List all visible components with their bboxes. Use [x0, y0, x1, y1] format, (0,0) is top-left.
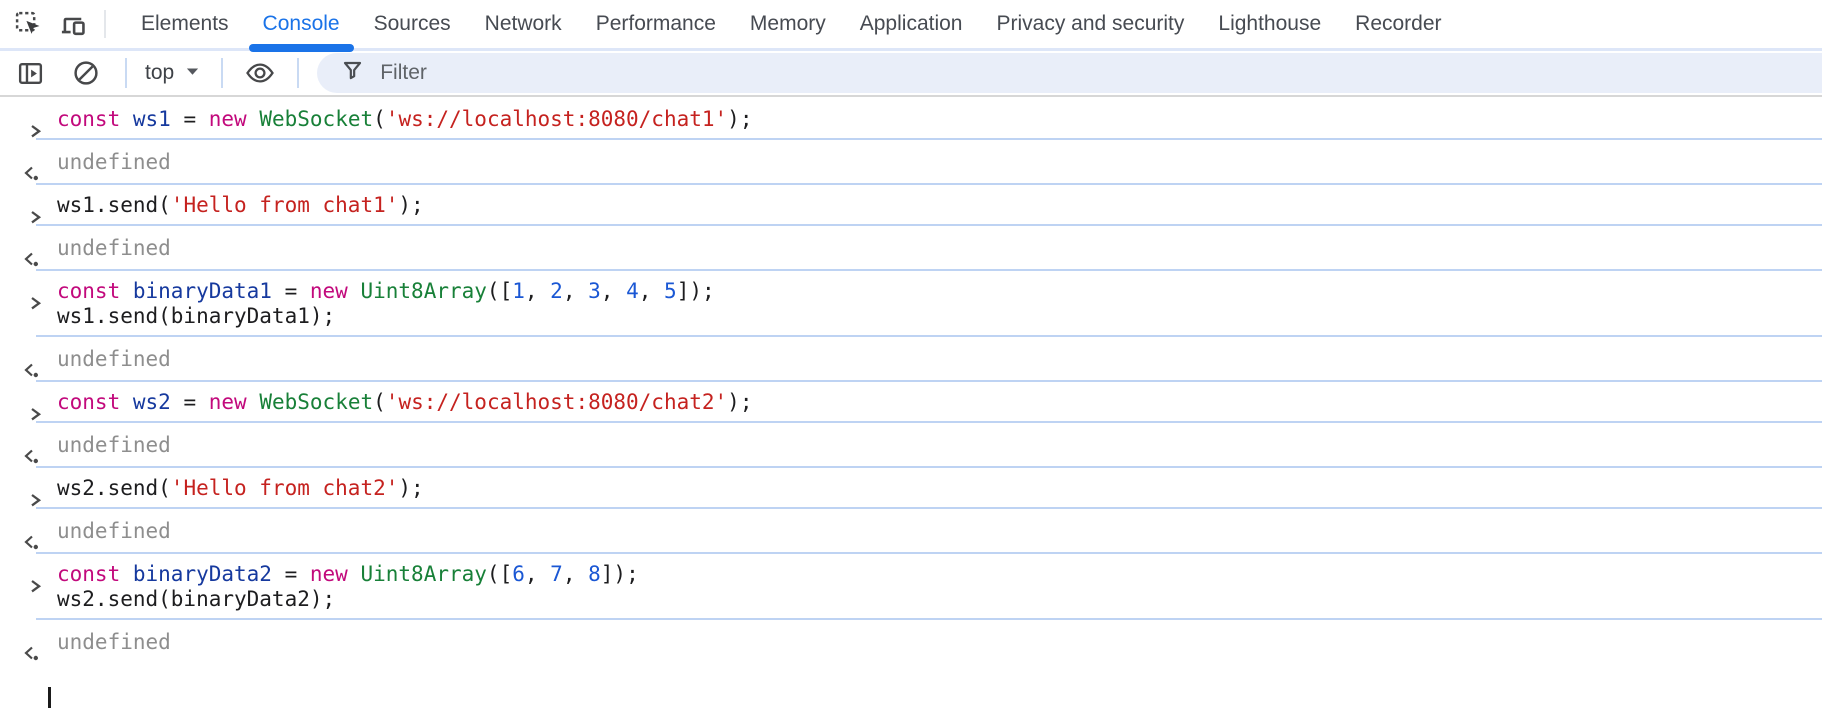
code-line: const ws2 = new WebSocket('ws://localhos…	[57, 390, 753, 414]
console-command-row: const ws1 = new WebSocket('ws://localhos…	[0, 97, 1822, 140]
console-command-row: const binaryData2 = new Uint8Array([6, 7…	[0, 552, 1822, 620]
code-line: const ws1 = new WebSocket('ws://localhos…	[57, 107, 753, 131]
console-row-gutter	[0, 433, 57, 464]
toolbar-divider	[125, 58, 127, 88]
console-row-gutter	[0, 390, 57, 421]
console-command-text: const binaryData1 = new Uint8Array([1, 2…	[57, 279, 715, 329]
code-line: ws1.send(binaryData1);	[57, 304, 336, 328]
return-value-icon	[21, 360, 47, 387]
toolbar-divider	[221, 58, 224, 88]
return-value-icon	[21, 643, 47, 670]
chevron-right-icon	[26, 404, 45, 429]
console-row-gutter	[0, 562, 57, 612]
console-result-row: undefined	[0, 140, 1822, 183]
console-row-gutter	[0, 193, 57, 224]
inspect-icon[interactable]	[14, 10, 43, 39]
console-row-gutter	[0, 150, 57, 181]
panel-tabs: Elements Console Sources Network Performance…	[124, 0, 1459, 52]
filter-funnel-icon	[340, 58, 365, 88]
tab-bar-divider	[104, 10, 106, 38]
console-command-text: ws1.send('Hello from chat1');	[57, 193, 424, 218]
console-row-gutter	[0, 347, 57, 378]
console-result-value: undefined	[57, 236, 171, 260]
clear-console-icon[interactable]	[71, 58, 101, 88]
tab-application[interactable]: Application	[859, 12, 963, 35]
code-line: const binaryData1 = new Uint8Array([1, 2…	[57, 279, 715, 303]
console-row-gutter	[0, 107, 57, 138]
tab-bar-left-icons	[0, 10, 88, 39]
console-command-text: const binaryData2 = new Uint8Array([6, 7…	[57, 562, 639, 612]
chevron-right-icon	[26, 576, 45, 601]
console-row-gutter	[0, 687, 57, 708]
tab-lighthouse[interactable]: Lighthouse	[1218, 12, 1322, 35]
tab-sources[interactable]: Sources	[373, 12, 451, 35]
code-line: ws2.send('Hello from chat2');	[57, 476, 424, 500]
console-row-gutter	[0, 630, 57, 661]
live-expression-eye-icon[interactable]	[243, 58, 277, 88]
console-result-row: undefined	[0, 337, 1822, 380]
console-prompt[interactable]	[0, 671, 1822, 708]
tab-recorder[interactable]: Recorder	[1355, 12, 1442, 35]
chevron-down-icon	[184, 61, 201, 85]
tab-memory[interactable]: Memory	[749, 12, 826, 35]
console-command-text: const ws1 = new WebSocket('ws://localhos…	[57, 107, 752, 132]
text-caret	[48, 687, 51, 708]
devtools-tab-bar: Elements Console Sources Network Performance…	[0, 0, 1822, 52]
console-result-value: undefined	[57, 150, 171, 174]
console-command-row: ws1.send('Hello from chat1');	[0, 183, 1822, 226]
console-command-row: const binaryData1 = new Uint8Array([1, 2…	[0, 269, 1822, 337]
console-result-value: undefined	[57, 347, 171, 371]
chevron-right-icon	[26, 293, 45, 318]
console-command-text: ws2.send('Hello from chat2');	[57, 476, 424, 501]
return-value-icon	[21, 446, 47, 473]
tab-performance[interactable]: Performance	[595, 12, 716, 35]
console-result-row: undefined	[0, 226, 1822, 269]
tab-network[interactable]: Network	[484, 12, 562, 35]
return-value-icon	[21, 532, 47, 559]
filter-input[interactable]	[380, 61, 1822, 85]
execution-context-label: top	[145, 61, 175, 84]
toggle-console-sidebar-icon[interactable]	[16, 59, 45, 88]
device-toolbar-icon[interactable]	[59, 10, 88, 39]
console-filter-box	[317, 53, 1822, 93]
console-result-row: undefined	[0, 423, 1822, 466]
tab-elements[interactable]: Elements	[141, 12, 229, 35]
chevron-right-icon	[26, 121, 45, 146]
console-row-gutter	[0, 476, 57, 507]
console-row-gutter	[0, 519, 57, 550]
code-line: ws2.send(binaryData2);	[57, 587, 336, 611]
console-result-value: undefined	[57, 630, 171, 654]
console-result-row: undefined	[0, 509, 1822, 552]
console-messages: const ws1 = new WebSocket('ws://localhos…	[0, 97, 1822, 708]
console-row-gutter	[0, 279, 57, 329]
code-line: const binaryData2 = new Uint8Array([6, 7…	[57, 562, 639, 586]
chevron-right-icon	[26, 207, 45, 232]
console-result-row: undefined	[0, 620, 1822, 663]
console-toolbar-controls	[0, 58, 125, 88]
tab-privacy-and-security[interactable]: Privacy and security	[996, 12, 1185, 35]
toolbar-divider	[297, 58, 300, 88]
console-result-value: undefined	[57, 519, 171, 543]
console-toolbar: top	[0, 51, 1822, 97]
code-line: ws1.send('Hello from chat1');	[57, 193, 424, 217]
console-row-gutter	[0, 236, 57, 267]
tab-console[interactable]: Console	[246, 0, 357, 52]
console-result-value: undefined	[57, 433, 171, 457]
chevron-right-icon	[26, 490, 45, 515]
return-value-icon	[21, 163, 47, 190]
execution-context-selector[interactable]: top	[145, 61, 201, 85]
console-command-row: ws2.send('Hello from chat2');	[0, 466, 1822, 509]
console-command-text: const ws2 = new WebSocket('ws://localhos…	[57, 390, 752, 415]
return-value-icon	[21, 249, 47, 276]
console-command-row: const ws2 = new WebSocket('ws://localhos…	[0, 380, 1822, 423]
